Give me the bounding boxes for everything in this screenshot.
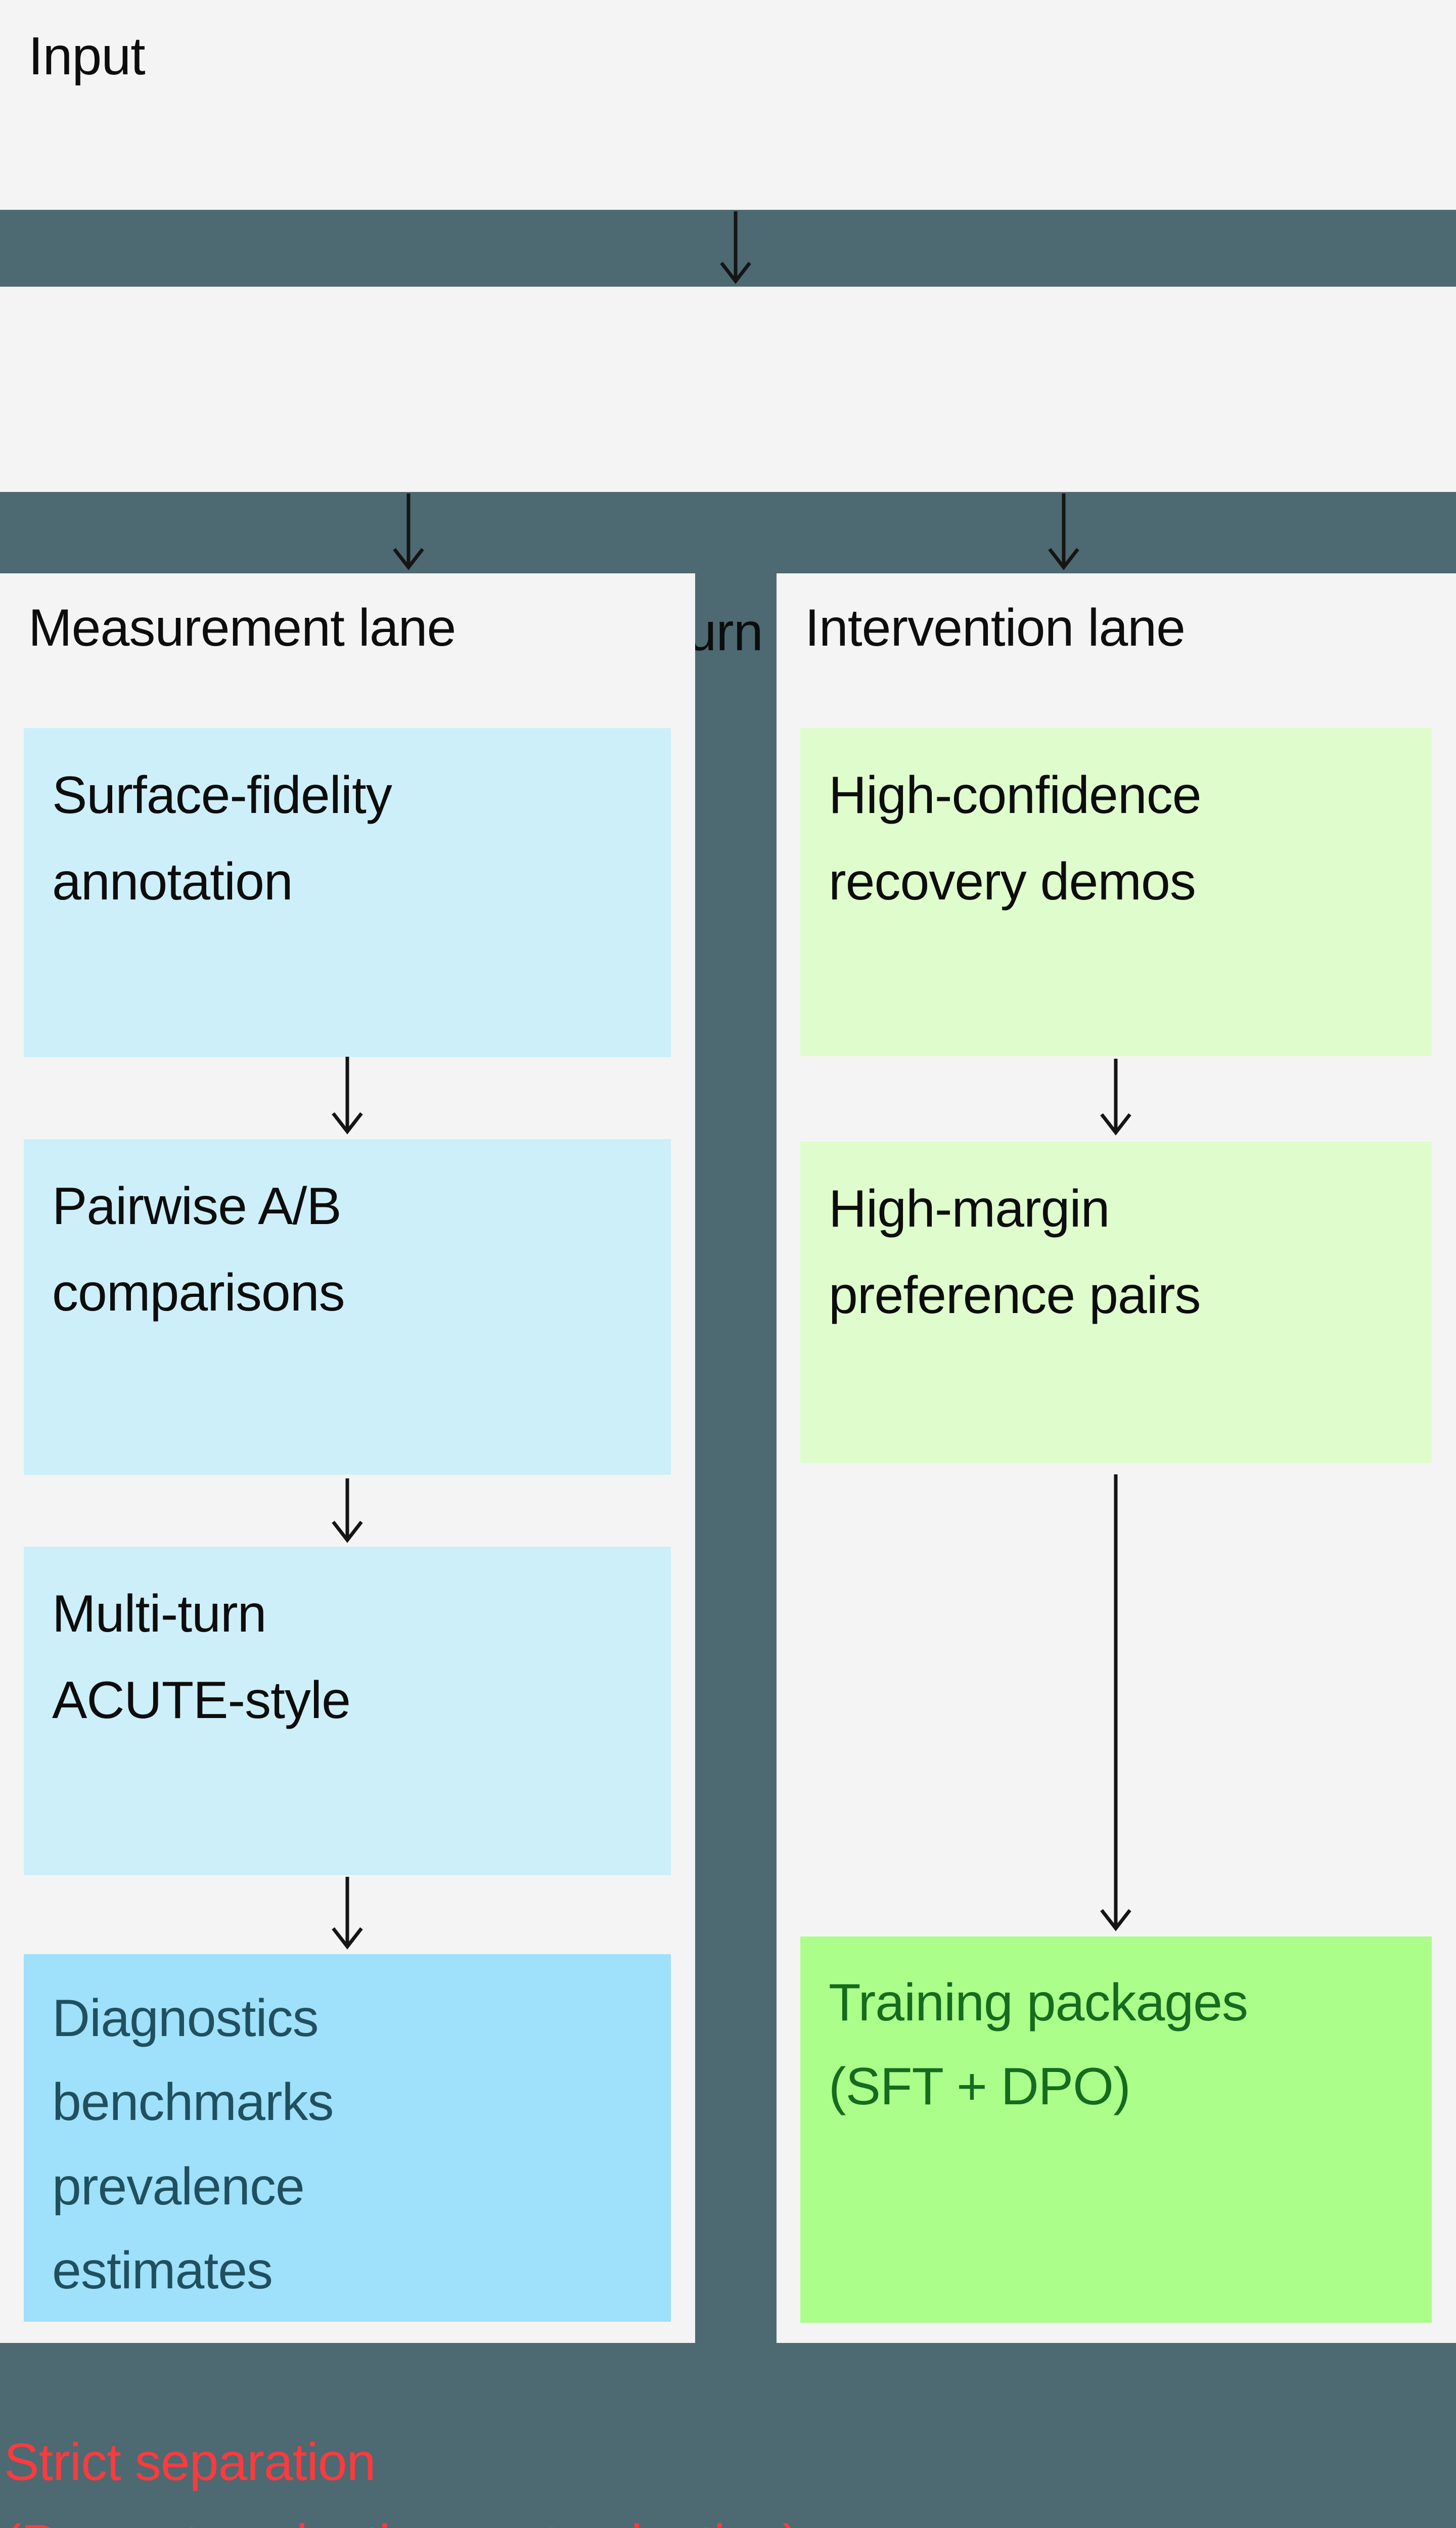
node-pairwise-ab-comparisons: Pairwise A/B comparisons [24,1139,671,1475]
node-label-line: preference pairs [829,1266,1201,1325]
node-label-line: estimates [52,2241,273,2300]
arrow-down-icon [327,1478,368,1544]
node-surface-fidelity-annotation: Surface-fidelity annotation [24,728,671,1057]
node-label-line: recovery demos [829,852,1196,911]
source-section: Production chat logs (Early-turn failure… [0,287,1456,662]
arrow-down-icon [1096,1059,1136,1137]
arrow-down-icon [715,211,756,285]
node-label-line: Surface-fidelity [52,766,392,825]
arrow-down-icon [327,1877,368,1951]
note-line: Strict separation [4,2433,376,2492]
node-label-line: (SFT + DPO) [829,2057,1131,2116]
connector-band-split [0,492,1456,573]
arrow-down-icon [1043,493,1084,571]
node-high-confidence-recovery-demos: High-confidence recovery demos [800,728,1432,1056]
intervention-lane-title: Intervention lane [805,599,1186,657]
node-high-margin-preference-pairs: High-margin preference pairs [800,1142,1432,1463]
measurement-lane-title: Measurement lane [28,599,456,657]
node-label-line: Pairwise A/B [52,1177,342,1236]
node-label-line: annotation [52,852,293,911]
node-label-line: comparisons [52,1263,345,1322]
arrow-down-glyph [332,1057,363,1135]
node-label-line: High-confidence [829,766,1202,825]
node-diagnostics-benchmarks-prevalence-estimates: Diagnostics benchmarks prevalence estima… [24,1954,671,2322]
arrow-down-glyph [1100,1474,1131,1931]
node-label-line: benchmarks [52,2073,334,2132]
node-label-line: Multi-turn [52,1585,266,1643]
node-label-line: Diagnostics [52,1989,319,2048]
arrow-down-long-icon [1096,1474,1136,1932]
arrow-down-glyph [1048,493,1079,570]
note-line: (Prevent evaluation contamination) [4,2503,800,2528]
arrow-down-glyph [393,493,424,570]
node-multi-turn-acute-style: Multi-turn ACUTE-style [24,1547,671,1875]
node-label-line: Training packages [829,1973,1248,2032]
arrow-down-glyph [332,1478,363,1543]
node-training-packages-sft-dpo: Training packages (SFT + DPO) [800,1936,1432,2323]
input-section: Input [0,0,1456,210]
node-label-line: High-margin [829,1180,1110,1238]
arrow-down-icon [388,493,429,571]
arrow-down-glyph [720,211,751,284]
node-label-line: ACUTE-style [52,1671,351,1730]
input-label: Input [28,26,146,86]
arrow-down-icon [327,1057,368,1136]
arrow-down-glyph [1100,1059,1131,1136]
arrow-down-glyph [332,1877,363,1950]
node-label-line: prevalence [52,2157,305,2216]
strict-separation-note: Strict separation (Prevent evaluation co… [4,2422,800,2528]
